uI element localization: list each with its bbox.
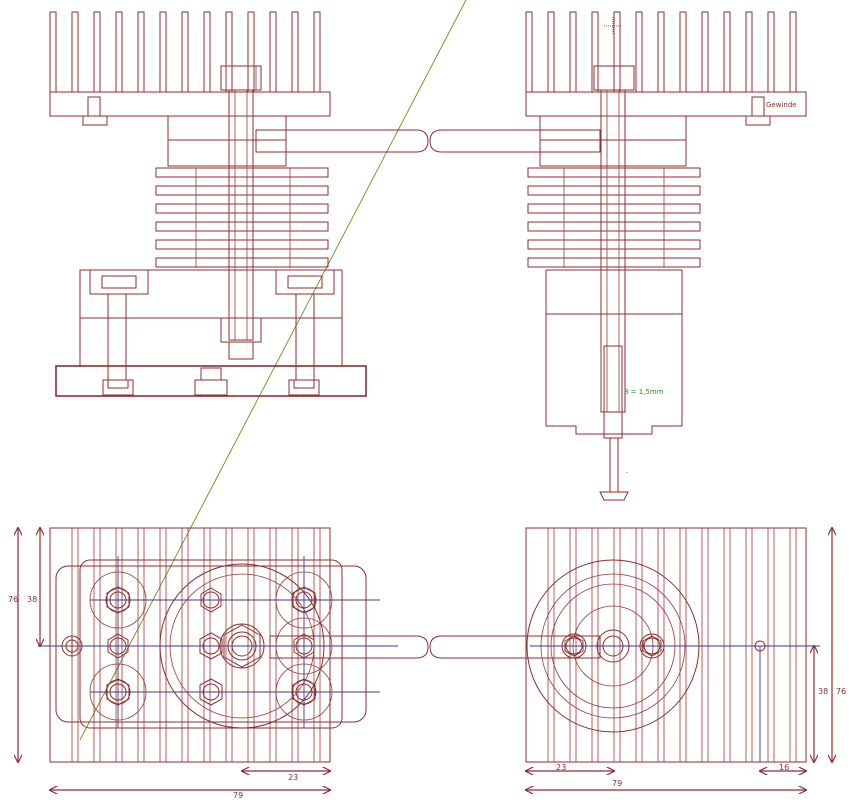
dim-side-bottom-right: 16	[779, 763, 789, 772]
top-connecting-rod	[255, 129, 601, 153]
dim-side-bottom-width: 79	[612, 779, 622, 788]
dim-side-height-inner: 38	[818, 687, 828, 696]
gewinde-label: Gewinde	[766, 101, 797, 109]
bl-fins	[71, 528, 321, 762]
dim-front-height-outer: 76	[8, 595, 18, 604]
side-heatsink-fins	[525, 11, 797, 93]
dim-side-bottom-left: 23	[556, 763, 566, 772]
front-heatsink-base	[49, 91, 331, 117]
dim-front-height-inner: 38	[27, 595, 37, 604]
front-view	[49, 11, 367, 397]
bottom-left-view	[38, 527, 398, 763]
crosshair-cursor-icon	[604, 17, 622, 35]
dimensions-right: 76 38 23 16 79	[526, 528, 846, 790]
thickness-annotation: 8 = 1,5mm	[624, 388, 664, 396]
bottom-right-view	[525, 527, 820, 763]
side-view: Gewinde 8 = 1,5mm -	[525, 11, 807, 501]
dim-front-bottom-width: 79	[233, 791, 243, 800]
dimensions-left: 76 38 23 79	[8, 528, 330, 800]
dim-side-height-outer: 76	[836, 687, 846, 696]
front-heatsink-fins	[49, 11, 321, 93]
dim-front-bottom-small: 23	[288, 773, 298, 782]
bottom-connecting-rod	[269, 635, 601, 659]
dash-mark: -	[626, 469, 628, 476]
br-fins	[547, 528, 797, 762]
